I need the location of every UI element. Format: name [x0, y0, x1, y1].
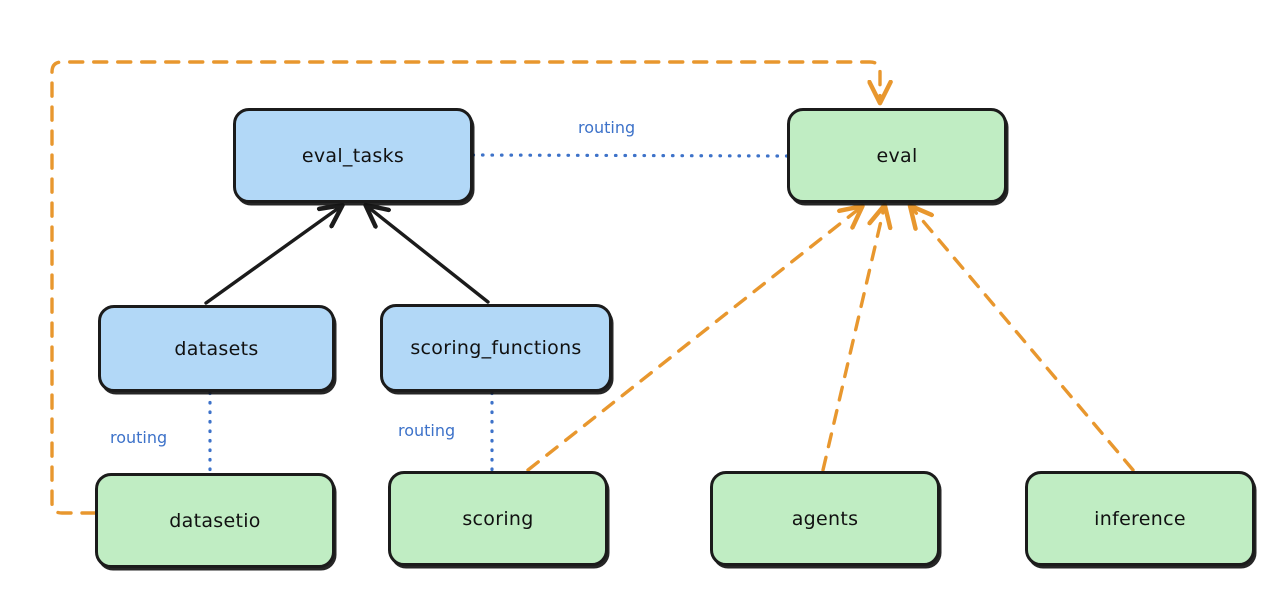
node-label: datasets [174, 337, 259, 360]
edge-eval_tasks-to-eval [471, 153, 789, 158]
node-label: eval [876, 144, 918, 167]
node-scoring[interactable]: scoring [388, 471, 608, 566]
node-datasets[interactable]: datasets [98, 305, 335, 392]
edge-label-routing-datasets-datasetio: routing [110, 428, 168, 447]
node-eval-tasks[interactable]: eval_tasks [233, 108, 473, 203]
edge-agents-to-eval [821, 208, 884, 472]
edge-datasetio-to-eval [50, 60, 880, 515]
node-label: scoring_functions [410, 337, 582, 359]
node-label: datasetio [169, 509, 261, 532]
node-label: agents [791, 507, 859, 530]
node-scoring-functions[interactable]: scoring_functions [380, 304, 612, 392]
node-datasetio[interactable]: datasetio [95, 473, 335, 568]
node-eval[interactable]: eval [787, 108, 1007, 203]
node-label: scoring [462, 507, 534, 530]
node-label: eval_tasks [301, 144, 405, 167]
edge-datasets-to-eval_tasks [204, 207, 340, 305]
edge-inference-to-eval [912, 208, 1135, 472]
edge-scoring-to-eval [526, 208, 860, 472]
edge-label-routing-scoring-functions-scoring: routing [398, 421, 456, 440]
node-agents[interactable]: agents [710, 471, 940, 566]
node-inference[interactable]: inference [1025, 471, 1255, 566]
node-label: inference [1094, 507, 1186, 530]
edge-label-routing-eval-tasks-eval: routing [578, 118, 636, 137]
edge-scoring-functions-to-eval_tasks [368, 207, 490, 304]
